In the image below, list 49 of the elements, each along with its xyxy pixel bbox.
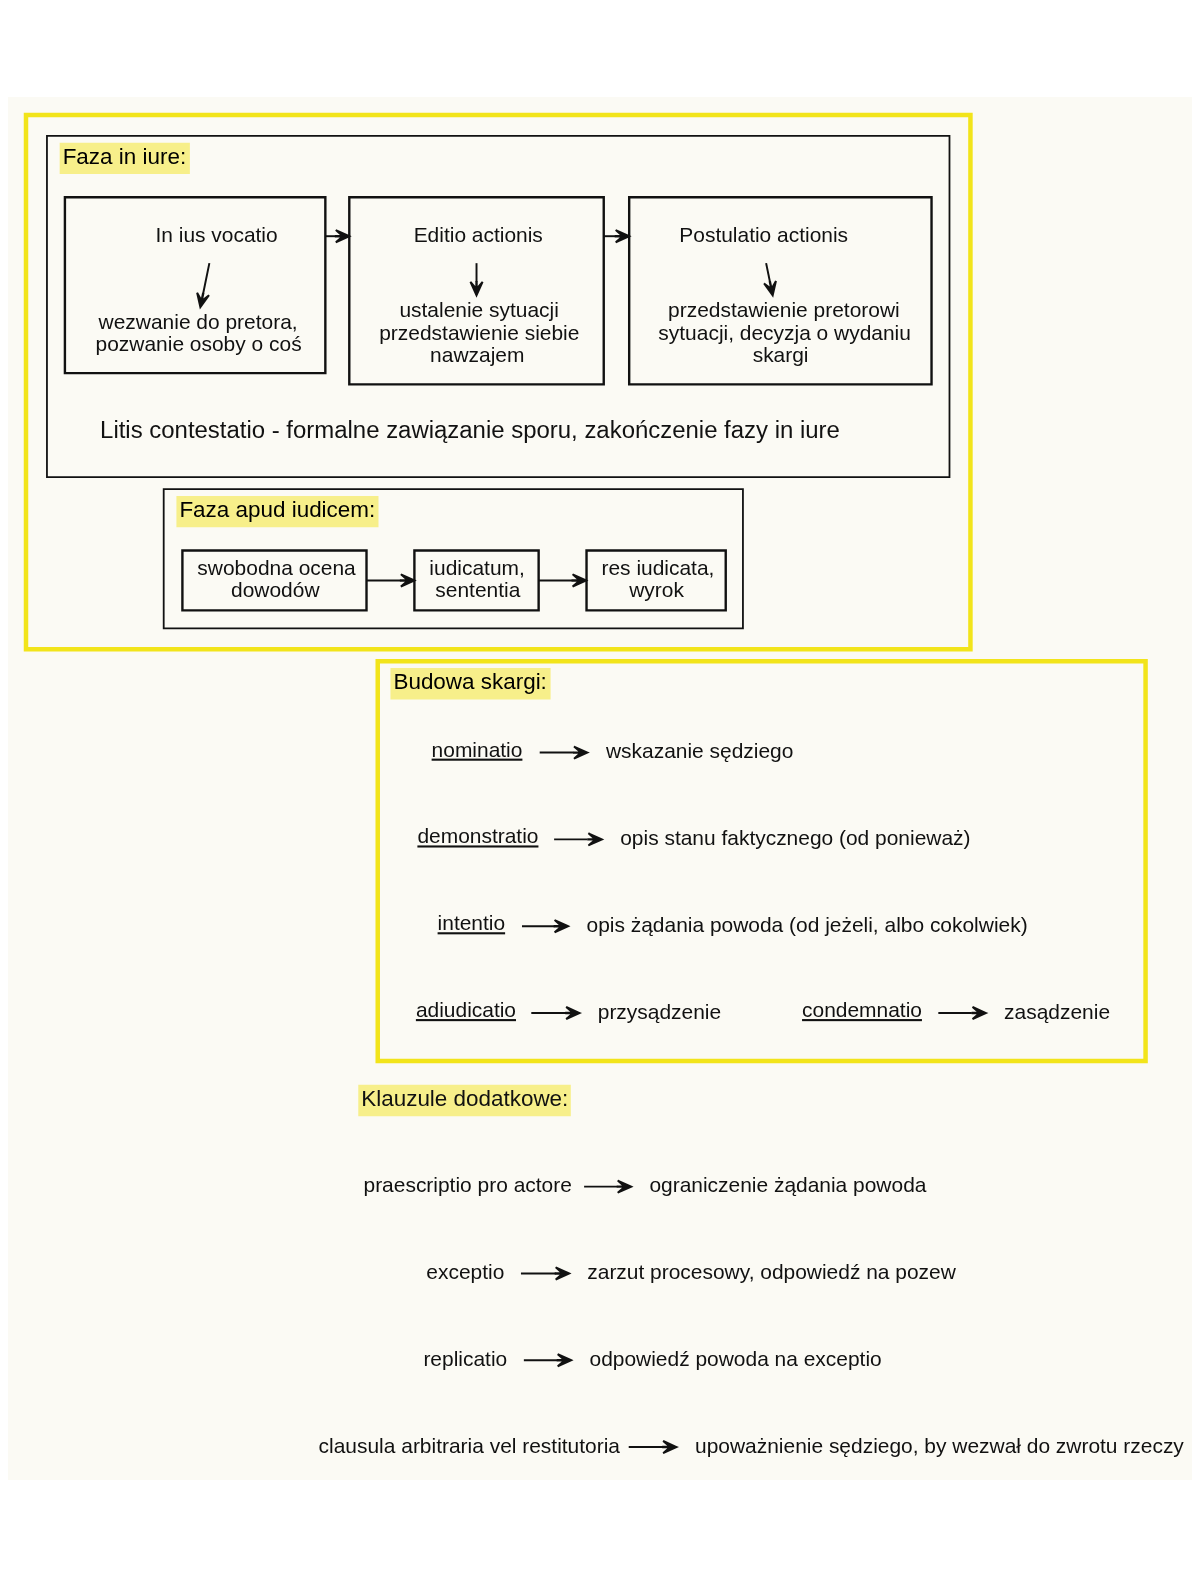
cluster bbox=[23, 112, 973, 652]
arrow bbox=[553, 831, 603, 846]
cluster bbox=[63, 195, 327, 374]
arrow bbox=[763, 261, 777, 296]
arrow bbox=[365, 572, 416, 587]
label: Klauzule dodatkowe: bbox=[361, 1085, 569, 1111]
node-text: condemnatio bbox=[802, 997, 922, 1021]
node-text: upoważnienie sędziego, by wezwał do zwrotu rzeczy bbox=[695, 1433, 1184, 1457]
node-text: opis stanu faktycznego (od ponieważ) bbox=[620, 825, 971, 849]
node-text: clausula arbitraria vel restitutoria bbox=[318, 1433, 621, 1457]
node-text: zasądzenie bbox=[1004, 999, 1111, 1023]
arrow bbox=[469, 261, 484, 296]
arrow bbox=[538, 572, 588, 587]
arrow bbox=[602, 228, 631, 243]
node-text: praescriptio pro actore bbox=[363, 1172, 572, 1196]
arrow bbox=[627, 1439, 678, 1454]
label: Litis contestatio - formalne zawiązanie sporu, zakończenie fazy in iure bbox=[100, 415, 840, 443]
arrow bbox=[196, 261, 211, 308]
node-text: nominatio bbox=[431, 737, 523, 761]
node-text: replicatio bbox=[423, 1346, 508, 1370]
node-text: zarzut procesowy, odpowiedź na pozew bbox=[587, 1259, 956, 1283]
node-box: swobodna ocena dowodów bbox=[181, 548, 368, 612]
node-text: ustalenie sytuacji przedstawienie siebie nawzajem bbox=[379, 297, 580, 366]
arrow bbox=[583, 1179, 633, 1194]
arrow bbox=[937, 1005, 987, 1020]
cluster bbox=[348, 195, 605, 386]
node-text: demonstratio bbox=[417, 823, 539, 847]
node-text: exceptio bbox=[426, 1259, 505, 1283]
node-text: przysądzenie bbox=[597, 999, 722, 1023]
node-text: Postulatio actionis bbox=[679, 222, 849, 246]
node-text: intentio bbox=[437, 910, 506, 934]
node-text: adiudicatio bbox=[415, 997, 517, 1021]
arrow bbox=[324, 228, 351, 243]
node-text: Editio actionis bbox=[413, 222, 543, 246]
node-text: przedstawienie pretorowi sytuacji, decyzja o wydaniu skargi bbox=[658, 297, 911, 366]
node-box: res iudicata, wyrok bbox=[585, 548, 727, 612]
node-text: wskazanie sędziego bbox=[605, 738, 794, 762]
node-text: wezwanie do pretora, pozwanie osoby o coś bbox=[95, 309, 302, 355]
node-box: iudicatum, sententia bbox=[413, 548, 540, 612]
arrow bbox=[520, 1265, 571, 1280]
arrow bbox=[522, 1352, 573, 1367]
arrow bbox=[521, 918, 570, 933]
arrow bbox=[538, 745, 589, 760]
node-text: odpowiedź powoda na exceptio bbox=[589, 1346, 882, 1370]
arrow bbox=[530, 1005, 581, 1020]
node-text: In ius vocatio bbox=[155, 222, 278, 246]
cluster bbox=[628, 195, 933, 386]
node-text: ograniczenie żądania powoda bbox=[649, 1172, 927, 1196]
node-text: opis żądania powoda (od jeżeli, albo cokolwiek) bbox=[586, 912, 1028, 936]
